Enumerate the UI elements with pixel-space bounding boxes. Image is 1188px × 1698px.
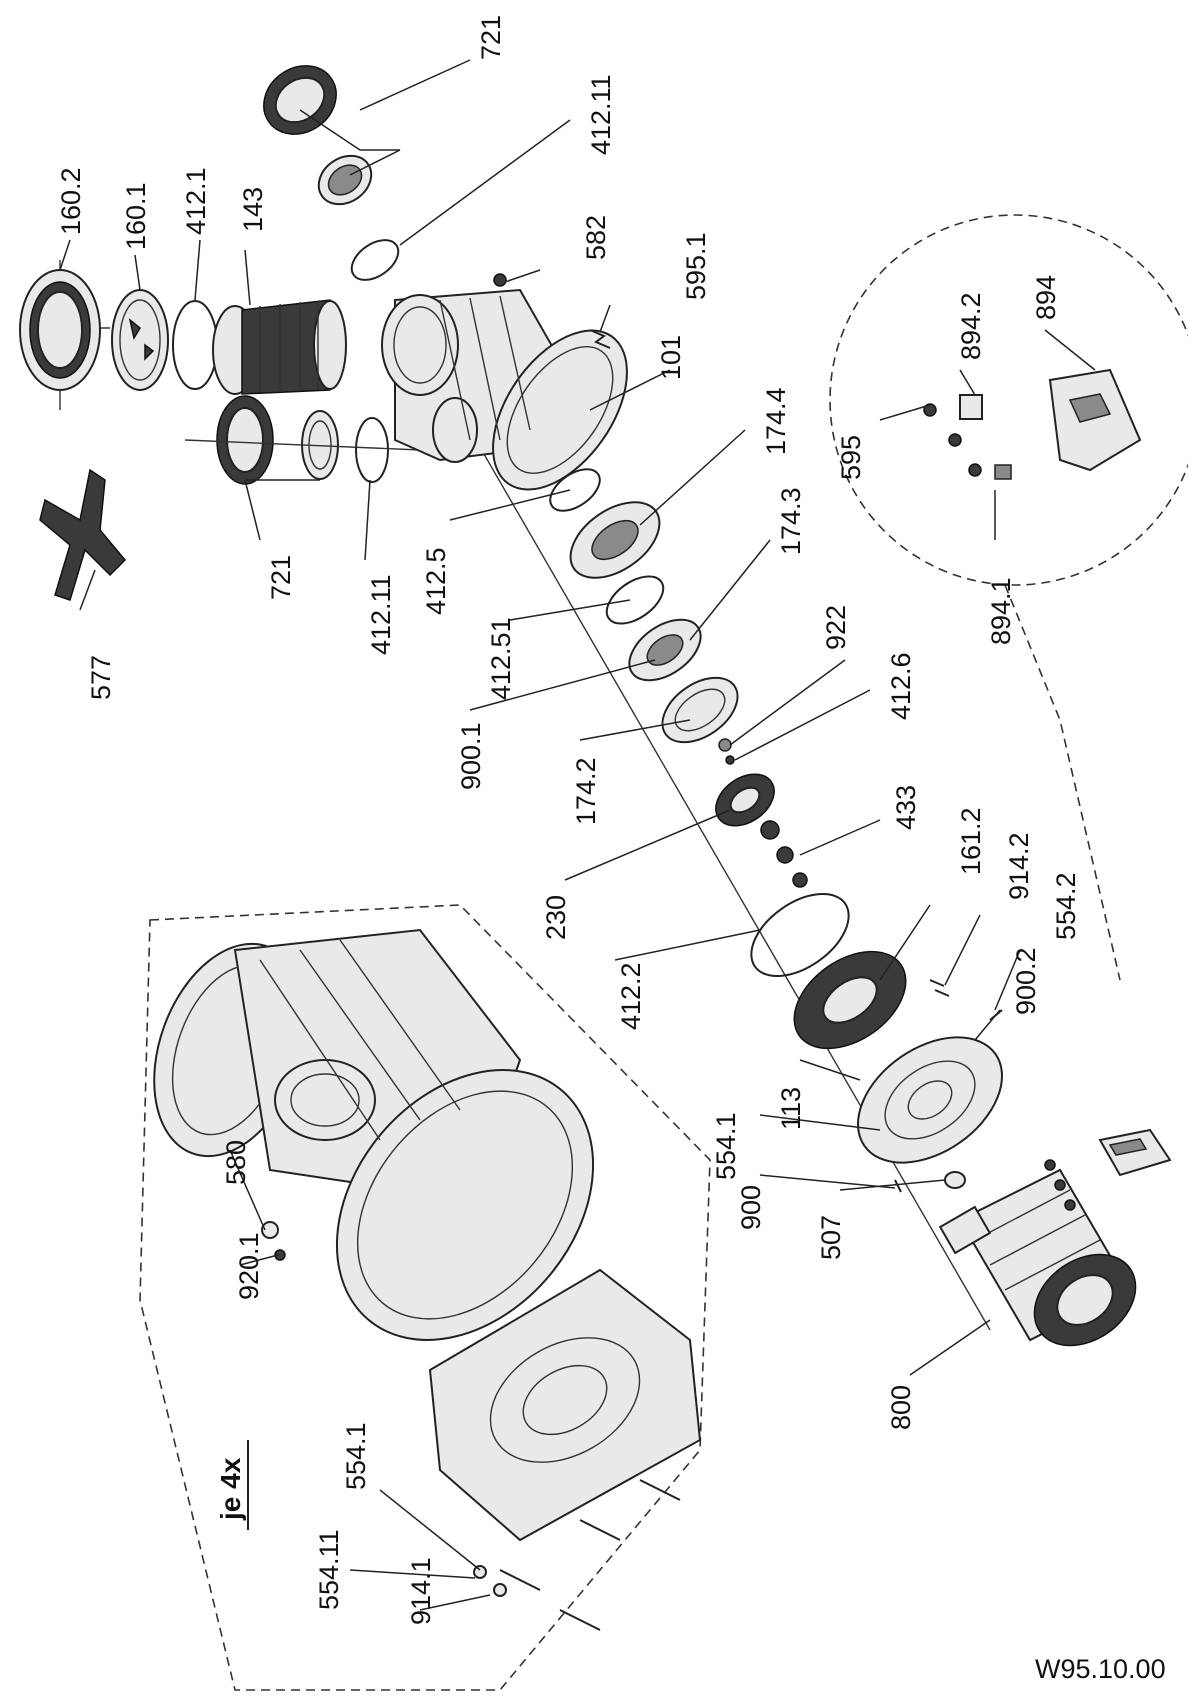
label-894-1: 894.1	[986, 577, 1016, 645]
label-554-1-detail: 554.1	[341, 1422, 371, 1490]
pump-housing-101	[381, 288, 628, 491]
label-900: 900	[736, 1185, 766, 1230]
label-412-51: 412.51	[486, 617, 516, 700]
label-595: 595	[836, 435, 866, 480]
oring-412-1	[172, 300, 218, 390]
bracket-plate-variant	[428, 1268, 702, 1542]
oring-412-11-left	[355, 417, 389, 483]
label-160-1: 160.1	[121, 182, 151, 250]
label-143: 143	[238, 187, 268, 232]
leader-lines	[59, 59, 1096, 1611]
label-554-1: 554.1	[711, 1112, 741, 1180]
mechanical-seal-433	[760, 820, 808, 888]
label-580: 580	[221, 1140, 251, 1185]
bracket-894-1	[994, 464, 1012, 480]
label-174-2: 174.2	[571, 757, 601, 825]
label-577: 577	[86, 655, 116, 700]
label-914-2: 914.2	[1004, 832, 1034, 900]
drain-plug-582	[493, 273, 507, 287]
label-800: 800	[886, 1385, 916, 1430]
cover-lid-160-1	[111, 289, 169, 391]
label-101: 101	[656, 335, 686, 380]
mounting-feet-894-lower	[1044, 1128, 1172, 1211]
label-914-1: 914.1	[406, 1557, 436, 1625]
label-920-1: 920.1	[234, 1232, 264, 1300]
detail-leader-dashed	[1004, 584, 1121, 981]
detail-quantity-note: je 4x	[215, 1457, 246, 1521]
label-554-2: 554.2	[1051, 872, 1081, 940]
left-union-axis	[184, 439, 421, 451]
deflector-507	[944, 1171, 966, 1189]
label-922: 922	[821, 605, 851, 650]
oring-412-2	[750, 892, 850, 978]
label-900-2: 900.2	[1011, 947, 1041, 1015]
impeller-230	[715, 773, 775, 827]
label-554-11: 554.11	[314, 1529, 344, 1610]
seal-920-1	[274, 1249, 286, 1261]
union-tail-721-top	[317, 154, 373, 206]
label-113: 113	[776, 1087, 806, 1130]
label-412-5: 412.5	[421, 547, 451, 615]
screw-914-2	[929, 979, 950, 997]
bracket-894-2	[959, 394, 983, 420]
cover-ring-160-2	[19, 269, 101, 391]
guide-vane-174-2	[661, 676, 739, 744]
label-412-11-left: 412.11	[366, 574, 396, 655]
label-433: 433	[891, 785, 921, 830]
union-nut-721-top	[263, 65, 337, 135]
strainer-basket-143	[212, 299, 347, 395]
drawing-reference: W95.10.00	[1035, 1654, 1166, 1684]
oring-412-5	[549, 468, 601, 512]
label-894: 894	[1031, 275, 1061, 320]
housing-variant	[153, 928, 595, 1341]
oring-412-6	[725, 755, 735, 765]
label-174-4: 174.4	[761, 387, 791, 455]
diffuser-ring-174-3	[628, 618, 702, 682]
screw-900	[894, 1179, 902, 1193]
label-595-1: 595.1	[681, 232, 711, 300]
seal-cover-161-2	[793, 950, 907, 1050]
label-894-2: 894.2	[956, 292, 986, 360]
label-721-left: 721	[266, 555, 296, 600]
oring-412-11-top	[350, 239, 400, 281]
label-230: 230	[541, 895, 571, 940]
label-900-1: 900.1	[456, 722, 486, 790]
plug-580	[261, 1221, 279, 1239]
label-160-2: 160.2	[56, 167, 86, 235]
motor-adapter-113	[856, 1036, 1004, 1164]
detail-box-housing-variant	[139, 904, 711, 1691]
mounting-feet-894	[923, 368, 1142, 480]
screw-595-1	[589, 329, 611, 349]
bolts-914-1	[473, 1479, 681, 1631]
cover-wrench-577	[39, 468, 127, 601]
label-412-1: 412.1	[181, 167, 211, 235]
label-174-3: 174.3	[776, 487, 806, 555]
label-412-11-top: 412.11	[586, 74, 616, 155]
label-721-top: 721	[476, 15, 506, 60]
label-507: 507	[816, 1215, 846, 1260]
detail-circle-894	[829, 214, 1188, 586]
label-161-2: 161.2	[956, 807, 986, 875]
label-582: 582	[581, 215, 611, 260]
oring-412-51	[605, 575, 665, 625]
union-nut-721-left	[216, 395, 274, 485]
nut-922	[718, 738, 732, 752]
label-412-2: 412.2	[616, 962, 646, 1030]
motor-800	[938, 1168, 1137, 1347]
diffuser-174-4	[569, 501, 661, 579]
label-412-6: 412.6	[886, 652, 916, 720]
